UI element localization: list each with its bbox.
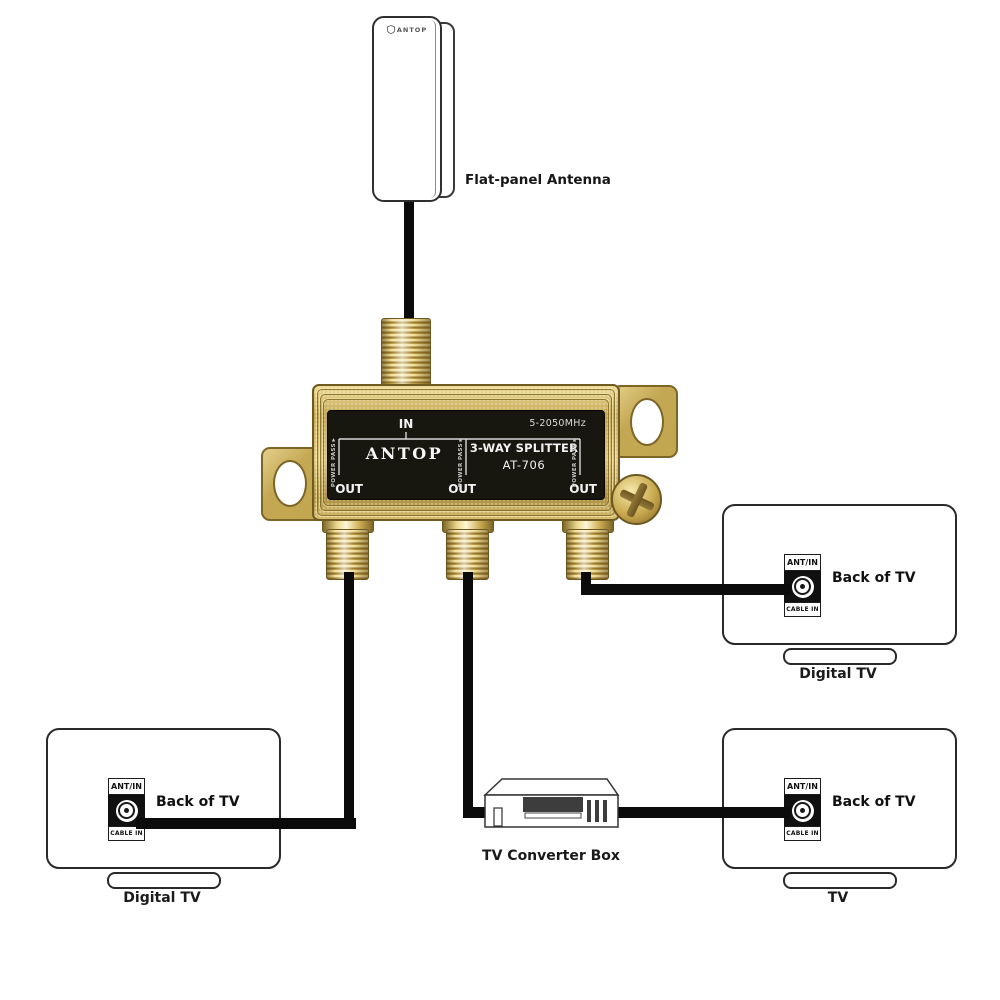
tv-stand bbox=[107, 872, 221, 889]
tv-caption-bottom-right: TV bbox=[827, 890, 849, 906]
mounting-hole-left bbox=[273, 460, 307, 507]
coax-connector: ANT/IN CABLE IN bbox=[784, 778, 821, 841]
splitter-model-label: AT-706 bbox=[502, 458, 546, 472]
coax-connector: ANT/IN CABLE IN bbox=[108, 778, 145, 841]
power-pass-label-2: ▲ POWER PASS bbox=[457, 438, 464, 488]
splitter-type-label: 3-WAY SPLITTER bbox=[469, 441, 579, 455]
tv-caption-right: Digital TV bbox=[799, 666, 877, 682]
splitter-frequency-label: 5-2050MHz bbox=[529, 418, 586, 429]
coax-connector: ANT/IN CABLE IN bbox=[784, 554, 821, 617]
converter-display bbox=[523, 797, 583, 812]
splitter-out-label-1: OUT bbox=[335, 482, 363, 496]
coax-jack-icon bbox=[784, 571, 821, 602]
ant-in-label: ANT/IN bbox=[784, 554, 821, 571]
splitter-out-port-2 bbox=[446, 529, 489, 580]
splitter-label-panel: IN 5-2050MHz ANTOP 3-WAY SPLITTER AT-706… bbox=[327, 410, 605, 500]
splitter-in-port bbox=[381, 318, 431, 390]
tv-group-bottom-right: ANT/IN CABLE IN Back of TV TV bbox=[722, 728, 957, 923]
up-arrow-icon: ▲ bbox=[331, 438, 336, 443]
converter-vent bbox=[595, 800, 599, 822]
coax-jack-icon bbox=[784, 795, 821, 826]
back-of-tv-label: Back of TV bbox=[832, 570, 916, 586]
tv-back-panel: ANT/IN CABLE IN Back of TV bbox=[722, 504, 957, 645]
cable-out1-vertical bbox=[344, 572, 354, 829]
flat-panel-antenna: ANTOP bbox=[372, 16, 442, 202]
cable-out1-horizontal bbox=[136, 818, 356, 829]
splitter-ridge bbox=[320, 394, 612, 511]
splitter-in-label: IN bbox=[398, 417, 414, 431]
cable-out3-horizontal bbox=[581, 584, 790, 595]
mounting-tab-left bbox=[261, 447, 329, 521]
converter-top-face bbox=[483, 778, 620, 796]
tv-group-right: ANT/IN CABLE IN Back of TV Digital TV bbox=[722, 504, 957, 699]
splitter-out-label-2: OUT bbox=[448, 482, 476, 496]
tv-converter-box bbox=[483, 778, 620, 828]
splitter-flow-lines bbox=[338, 432, 581, 475]
mounting-hole-right bbox=[630, 398, 664, 446]
tv-back-panel: ANT/IN CABLE IN Back of TV bbox=[46, 728, 281, 869]
cable-antenna-to-splitter bbox=[404, 196, 414, 322]
cable-in-label: CABLE IN bbox=[784, 826, 821, 841]
converter-vent bbox=[587, 800, 591, 822]
mounting-tab-right bbox=[612, 385, 678, 458]
splitter-out-port-1 bbox=[326, 529, 369, 580]
converter-vent bbox=[603, 800, 607, 822]
converter-label: TV Converter Box bbox=[482, 848, 620, 864]
cable-in-label: CABLE IN bbox=[108, 826, 145, 841]
splitter-ridge bbox=[323, 399, 609, 506]
converter-button bbox=[493, 807, 503, 827]
converter-disc-slot bbox=[524, 812, 582, 819]
up-arrow-icon: ▲ bbox=[458, 438, 463, 443]
splitter-out-label-3: OUT bbox=[569, 482, 597, 496]
up-arrow-icon: ▲ bbox=[572, 438, 577, 443]
power-pass-label-3: ▲ POWER PASS bbox=[571, 438, 578, 488]
back-of-tv-label: Back of TV bbox=[832, 794, 916, 810]
antenna-logo: ANTOP bbox=[374, 25, 440, 34]
antenna-edge-line bbox=[430, 20, 436, 198]
tv-back-panel: ANT/IN CABLE IN Back of TV bbox=[722, 728, 957, 869]
antenna-brand-text: ANTOP bbox=[396, 25, 428, 34]
cable-out3-vertical bbox=[581, 572, 591, 595]
back-of-tv-label: Back of TV bbox=[156, 794, 240, 810]
cable-in-label: CABLE IN bbox=[784, 602, 821, 617]
ant-in-label: ANT/IN bbox=[108, 778, 145, 795]
tv-stand bbox=[783, 648, 897, 665]
tv-caption-left: Digital TV bbox=[123, 890, 201, 906]
splitter-ridge bbox=[317, 389, 615, 516]
cable-out2-vertical bbox=[463, 572, 473, 818]
splitter-brand-label: ANTOP bbox=[365, 444, 444, 463]
tv-group-left: ANT/IN CABLE IN Back of TV Digital TV bbox=[46, 728, 281, 923]
splitter-out-port-3 bbox=[566, 529, 609, 580]
antop-shield-icon bbox=[386, 25, 395, 34]
mounting-screw-icon bbox=[611, 474, 662, 525]
antenna-label: Flat-panel Antenna bbox=[465, 172, 611, 188]
ant-in-label: ANT/IN bbox=[784, 778, 821, 795]
splitter-body: IN 5-2050MHz ANTOP 3-WAY SPLITTER AT-706… bbox=[312, 384, 620, 521]
cable-out2-horizontal bbox=[463, 807, 790, 818]
power-pass-label-1: ▲ POWER PASS bbox=[330, 438, 337, 488]
tv-stand bbox=[783, 872, 897, 889]
